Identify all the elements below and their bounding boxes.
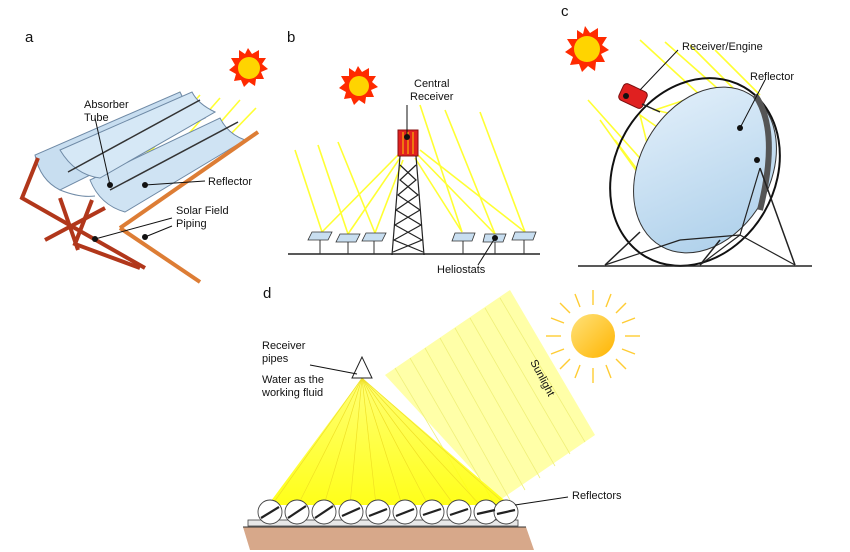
dish-icon: [578, 77, 812, 267]
label-absorber: Absorber: [84, 99, 129, 111]
sun-icon: [339, 66, 378, 105]
panel-letter-c: c: [561, 3, 569, 20]
tower-icon: [391, 129, 425, 256]
label-tube: Tube: [84, 112, 109, 124]
sun-icon: [565, 26, 609, 72]
panel-d: d: [243, 285, 640, 550]
label-reflector-c: Reflector: [750, 71, 794, 83]
reflected-beam: [268, 377, 510, 506]
panel-b: b: [287, 29, 540, 276]
label-receiver-d: Receiver: [262, 340, 306, 352]
label-reflectors: Reflectors: [572, 490, 622, 502]
receiver-icon: [618, 83, 661, 113]
heliostat-rays: [294, 104, 526, 235]
label-piping: Piping: [176, 218, 207, 230]
ground: [243, 526, 534, 550]
sun-icon: [546, 290, 640, 383]
label-reflector-a: Reflector: [208, 176, 252, 188]
panel-letter-a: a: [25, 29, 34, 46]
panel-a: a: [19, 29, 268, 284]
label-water-1: Water as the: [262, 374, 324, 386]
sun-icon: [229, 48, 268, 87]
label-receiver: Receiver: [410, 91, 454, 103]
label-pipes: pipes: [262, 353, 289, 365]
panel-letter-d: d: [263, 285, 271, 302]
label-central: Central: [414, 78, 449, 90]
label-solar-field: Solar Field: [176, 205, 229, 217]
label-heliostats: Heliostats: [437, 264, 486, 276]
label-water-2: working fluid: [261, 387, 323, 399]
panel-c: c: [561, 3, 812, 267]
receiver-pipe-icon: [351, 355, 373, 379]
trough-mirrors: [34, 91, 247, 213]
panel-letter-b: b: [287, 29, 295, 46]
heliostat-icon: [307, 231, 537, 254]
solar-field-piping: [19, 130, 260, 284]
mirror-icon: [247, 499, 519, 527]
label-receiver-engine: Receiver/Engine: [682, 41, 763, 53]
